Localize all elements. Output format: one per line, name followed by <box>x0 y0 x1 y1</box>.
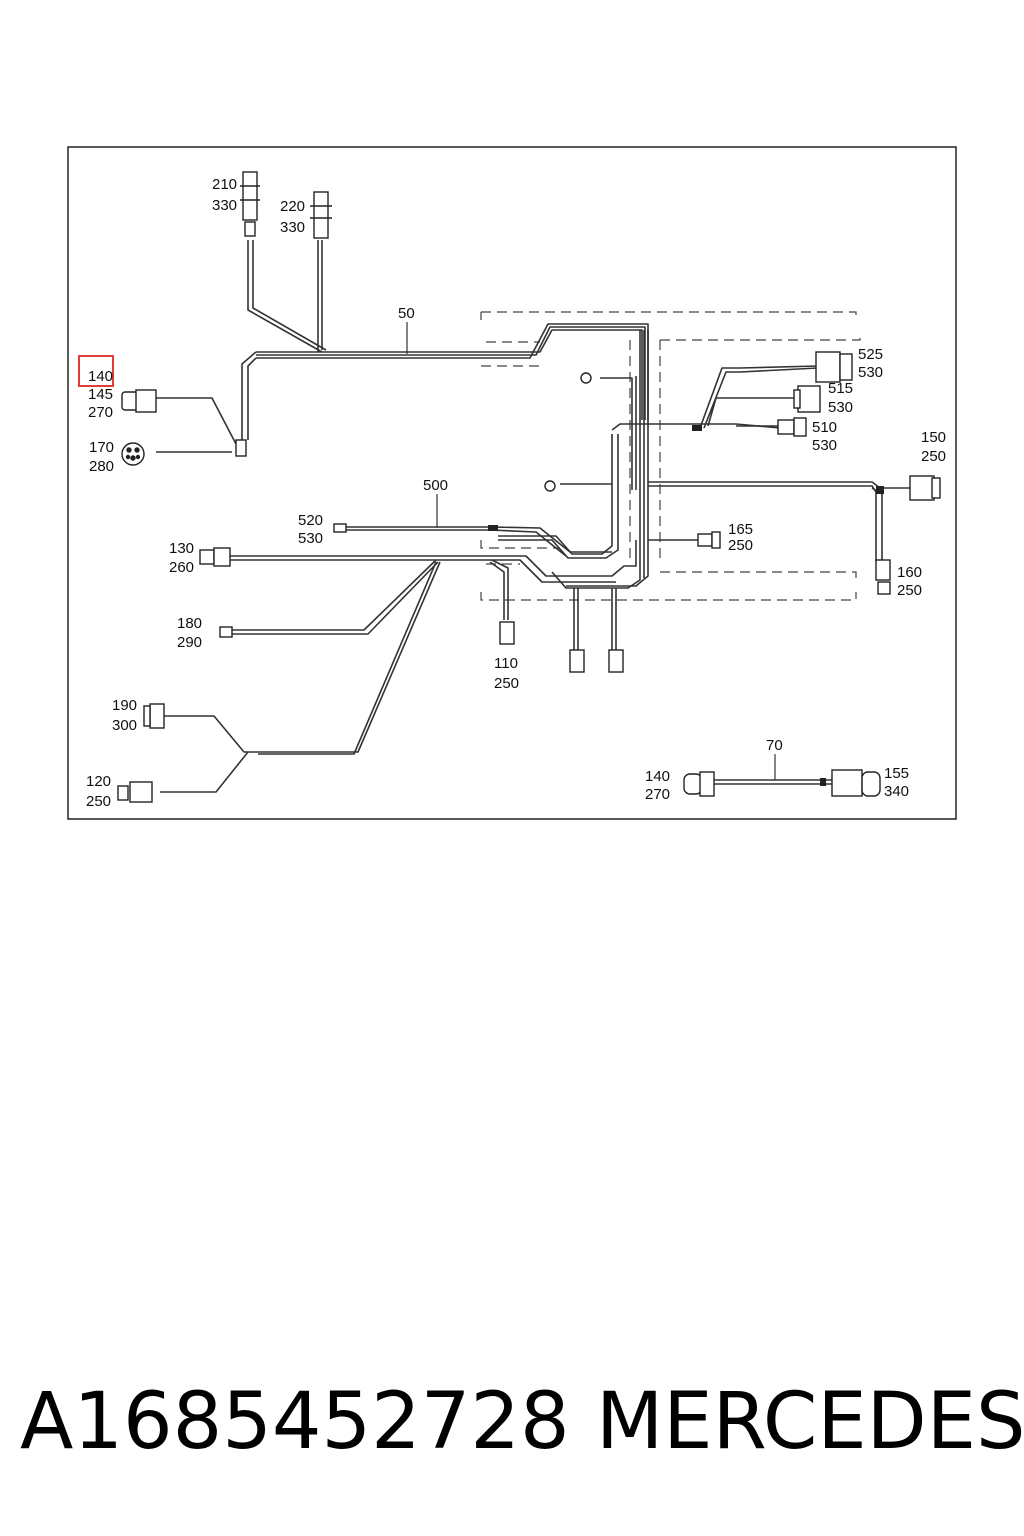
callout-110-250: 110 250 <box>494 655 522 692</box>
connector-icon-525 <box>815 351 853 383</box>
connector-icon-520 <box>333 523 347 533</box>
part-number: A1685452728 <box>20 1377 570 1467</box>
connector-icon-220 <box>310 191 332 239</box>
connectors <box>117 171 941 803</box>
callout-labels: 210 330 220 330 140 145 270 170 280 525 … <box>86 176 950 810</box>
connector-icon-510 <box>777 417 807 437</box>
bundle-label-500: 500 <box>423 477 448 494</box>
callout-520-530: 520 530 <box>298 512 327 547</box>
connector-icon-110 <box>499 621 515 645</box>
connector-icon-165 <box>697 531 721 549</box>
wire-bundles <box>156 240 910 793</box>
callout-220-330: 220 330 <box>280 198 309 236</box>
bundle-label-70: 70 <box>766 737 783 754</box>
connector-icon-140-extension <box>683 771 715 797</box>
bundle-leaders <box>406 322 776 780</box>
connector-icon-190 <box>143 703 165 729</box>
diagram-frame <box>67 146 957 820</box>
callout-180-290: 180 290 <box>177 615 206 651</box>
callout-190-300: 190 300 <box>112 697 141 734</box>
callout-170-280: 170 280 <box>89 439 118 475</box>
connector-icon-130 <box>199 547 231 567</box>
connector-icon-140-145 <box>121 389 157 413</box>
connector-icon-160 <box>875 559 891 595</box>
connector-icon-150 <box>909 475 941 501</box>
connector-icon-210 <box>240 171 260 237</box>
callout-155-340: 155 340 <box>884 765 913 800</box>
callout-140-145-270: 140 145 270 <box>88 368 117 421</box>
callout-515-530: 515 530 <box>828 380 857 416</box>
callout-160-250: 160 250 <box>897 564 926 599</box>
highlight-box <box>78 355 114 387</box>
callout-140-270: 140 270 <box>645 768 674 803</box>
connector-icon-155 <box>831 769 881 797</box>
callout-120-250: 120 250 <box>86 773 115 810</box>
callout-150-250: 150 250 <box>921 429 950 465</box>
tape-markers <box>488 425 884 786</box>
connector-icon-120 <box>117 781 153 803</box>
connector-icon-515 <box>793 385 821 413</box>
dashed-outlines <box>480 311 861 601</box>
connector-icon-170 <box>121 442 145 466</box>
callout-130-260: 130 260 <box>169 540 198 576</box>
callout-165-250: 165 250 <box>728 521 757 554</box>
callout-210-330: 210 330 <box>212 176 241 214</box>
callout-510-530: 510 530 <box>812 419 841 454</box>
bundle-label-50: 50 <box>398 305 415 322</box>
connector-icon-180 <box>219 626 233 638</box>
brand-name: MERCEDES <box>596 1377 1024 1467</box>
callout-525-530: 525 530 <box>858 346 887 381</box>
